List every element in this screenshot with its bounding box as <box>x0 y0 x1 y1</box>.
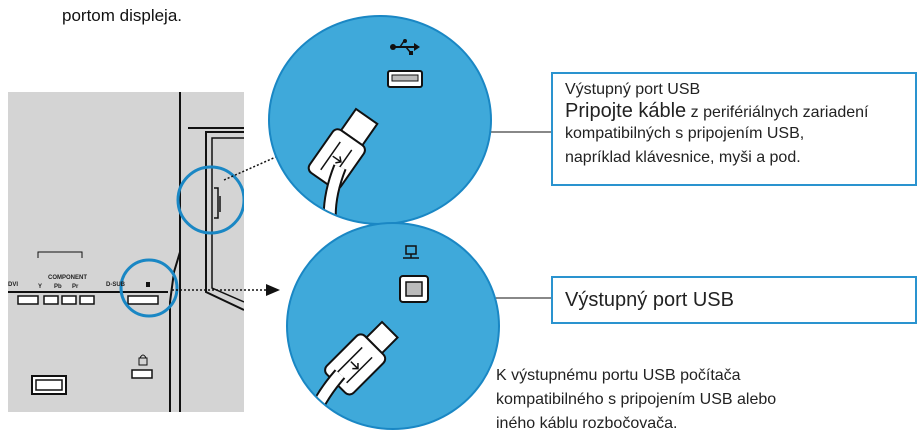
description-line3: iného káblu rozbočovača. <box>496 415 678 432</box>
description-line2: kompatibilného s pripojením USB alebo <box>496 391 777 408</box>
dsub-label: D-SUB <box>106 282 125 288</box>
usb-symbol-icon <box>390 39 420 55</box>
panel-drawing <box>8 92 244 412</box>
usb-b-cable-illustration <box>301 245 429 428</box>
upstream-port-lead-rest: z perifériálnych zariadení <box>686 104 869 121</box>
intro-text-fragment: portom displeja. <box>62 6 183 25</box>
upstream-port-magnifier <box>268 15 492 225</box>
upstream-port-title: Výstupný port USB <box>565 81 701 98</box>
usb-a-cable-illustration <box>307 39 423 223</box>
upstream-port-lead-line: Pripojte káble z perifériálnych zariaden… <box>565 100 907 122</box>
pr-label: Pr <box>72 284 79 290</box>
dvi-label: DVI <box>8 282 19 288</box>
downstream-port-magnifier <box>286 222 500 430</box>
pb-label: Pb <box>54 284 62 290</box>
description-line1: K výstupnému portu USB počítača <box>496 367 741 384</box>
component-label: COMPONENT <box>48 275 87 281</box>
downstream-port-title: Výstupný port USB <box>565 289 734 311</box>
upstream-port-body-line1: kompatibilných s pripojením USB, <box>565 125 805 142</box>
upstream-port-lead: Pripojte káble <box>565 100 687 122</box>
upstream-port-body-line2: napríklad klávesnice, myši a pod. <box>565 149 801 166</box>
downstream-port-callout: Výstupný port USB <box>551 276 917 324</box>
y-label: Y <box>38 284 43 290</box>
downstream-port-description: K výstupnému portu USB počítača kompatib… <box>496 364 916 436</box>
upstream-port-callout: Výstupný port USB Pripojte káble z perif… <box>551 72 917 186</box>
usb-b-symbol-icon <box>403 245 419 259</box>
monitor-back-panel: DVI COMPONENT Y Pb Pr D-SUB <box>8 92 244 412</box>
